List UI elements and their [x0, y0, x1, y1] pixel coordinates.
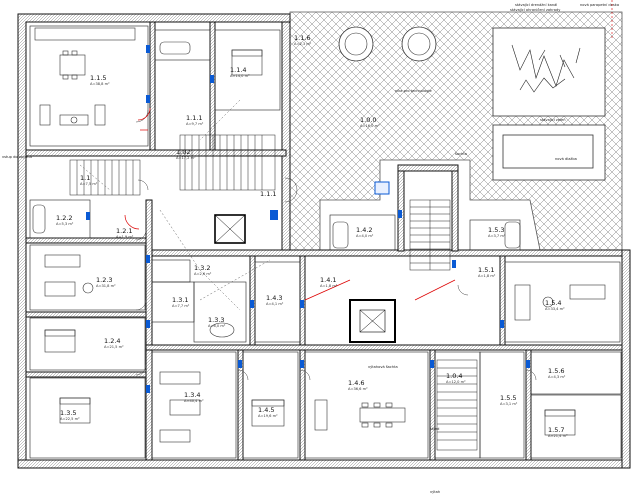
room-label: 1.1.5 [90, 74, 107, 82]
room-label: 1.4.6 [348, 379, 365, 387]
room-area: A=1,8 m² [320, 284, 338, 288]
room-area: A=4,0 m² [356, 234, 374, 238]
room-area: A=4,1 m² [266, 302, 284, 306]
room-label: 1.4.5 [258, 406, 275, 414]
room-label: 1.5.7 [548, 426, 565, 434]
room-label: 1.1.6 [294, 34, 311, 42]
room-area: A=36,6 m² [348, 387, 368, 391]
room-label: 1.5.5 [500, 394, 517, 402]
room-area: A=2,3 m² [294, 42, 312, 46]
room-area: A=7,5 m² [80, 182, 98, 186]
room-label: 1.4.1 [320, 276, 337, 284]
note-pit: šachta [455, 152, 467, 156]
room-area: A=21,4 m² [548, 434, 568, 438]
room-area: A=40,4 m² [184, 399, 204, 403]
room-area: A=4,3 m² [548, 375, 566, 379]
room-area: A=7,7 m² [172, 304, 190, 308]
room-label: 1.3.3 [208, 316, 225, 324]
tree-icon [401, 26, 437, 62]
garden-planting-bed [492, 27, 606, 117]
room-area: A=22,5 m² [60, 417, 80, 421]
room-label: 1.5.1 [478, 266, 495, 274]
elevator-shaft [214, 181, 396, 343]
room-area: A=6,0 m² [208, 324, 226, 328]
note-lift-shaft: výtahová šachta [368, 365, 398, 369]
garden-pool [492, 124, 606, 181]
room-area: A=12,0 m² [446, 380, 466, 384]
room-area: A=9,7 m² [186, 122, 204, 126]
staircase-central [409, 199, 451, 271]
room-area: A=14,0 m² [230, 74, 250, 78]
note-drainage: stávající drenážní kanál [515, 3, 557, 7]
room-label: 1.5.6 [548, 367, 565, 375]
outer-walls [17, 13, 631, 469]
room-area: A=2,6 m² [194, 272, 212, 276]
room-label: 1.5.4 [545, 299, 562, 307]
door-markers [86, 45, 530, 393]
room-label: 1.1 [80, 174, 90, 182]
staircase-north [179, 134, 276, 191]
room-label: 1.3.5 [60, 409, 77, 417]
note-lift: výtah [430, 490, 440, 494]
room-area: A=19,6 m² [258, 414, 278, 418]
room-area: A=33,4 m² [545, 307, 565, 311]
note-niche: nika pro technologie [395, 89, 432, 93]
annotation-text: stávající drenážní kanál nová parapetní … [2, 3, 619, 494]
room-area: A=21,5 m² [104, 345, 124, 349]
room-area: A=38,8 m² [90, 82, 110, 86]
ref-label: 1.1.1 [260, 190, 277, 198]
room-area: A=3,1 m² [500, 402, 518, 406]
room-area: A=1,9 m² [116, 235, 134, 239]
room-label: 1.2.1 [116, 227, 133, 235]
room-label: 1.1.1 [186, 114, 203, 122]
room-label: 1.3.2 [194, 264, 211, 272]
door-annotations [124, 107, 456, 301]
courtyard-garden [289, 11, 623, 253]
room-label: 1.02 [176, 148, 190, 156]
room-label: 1.2.2 [56, 214, 73, 222]
room-label: 1.5.3 [488, 226, 505, 234]
note-storage: sklad [430, 427, 439, 431]
room-area: A=1,8 m² [478, 274, 496, 278]
furniture [32, 27, 606, 443]
room-label: 1.0.0 [360, 116, 377, 124]
room-label: 1.3.4 [184, 391, 201, 399]
room-area: A=16,0 m² [360, 124, 380, 128]
tree-icon [338, 26, 374, 62]
room-labels: 1.1.5A=38,8 m² 1.1.4A=14,0 m² 1.1.6A=2,3 m… [56, 34, 568, 438]
room-label: 1.0.4 [446, 372, 463, 380]
staircase-south [436, 359, 478, 451]
room-label: 1.3.1 [172, 296, 189, 304]
staircase-west [69, 159, 141, 196]
note-garden-edge: stávající ohraničení zahrady [510, 8, 561, 12]
dashed-guides [79, 99, 271, 311]
note-paving: nová dlažba [555, 157, 577, 161]
room-label: 1.2.4 [104, 337, 121, 345]
note-entrance: vstup do objektu [2, 155, 32, 159]
room-label: 1.4.2 [356, 226, 373, 234]
room-area: A=17,2 m² [176, 156, 196, 160]
note-greenery: stávající zeleň [540, 118, 566, 122]
room-area: A=31,8 m² [96, 284, 116, 288]
shrub-icon [511, 44, 581, 93]
room-area: A=5,3 m² [56, 222, 74, 226]
room-area: A=3,7 m² [488, 234, 506, 238]
room-label: 1.4.3 [266, 294, 283, 302]
room-label: 1.1.4 [230, 66, 247, 74]
room-label: 1.2.3 [96, 276, 113, 284]
note-parapet: nová parapetní deska [580, 3, 619, 7]
